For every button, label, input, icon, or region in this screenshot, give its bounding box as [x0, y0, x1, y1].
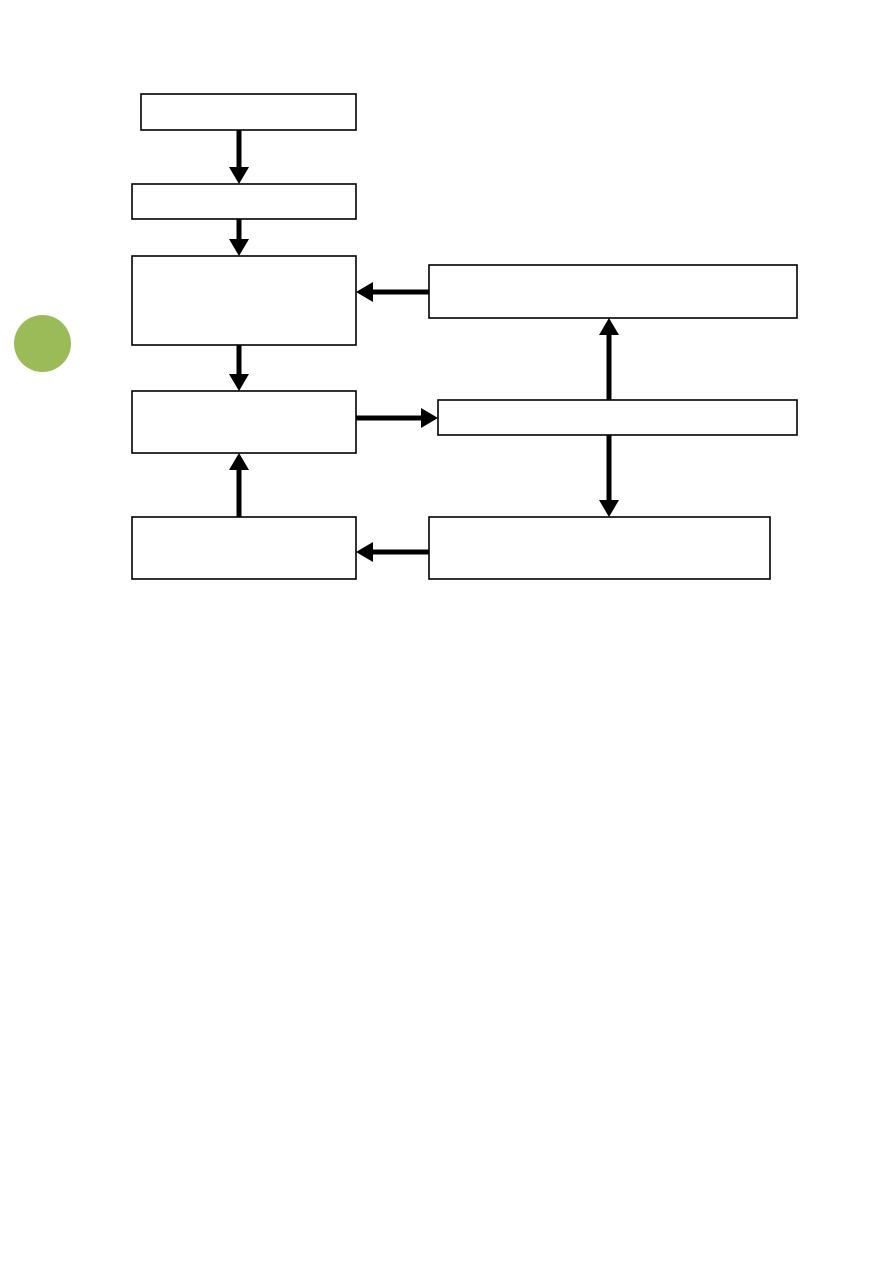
- page-marker-dot: [14, 315, 71, 372]
- flow-box-rect: [131, 255, 357, 346]
- flow-box-rect: [140, 93, 357, 131]
- flow-box: [140, 93, 357, 131]
- flow-box-rect: [437, 399, 798, 436]
- connector-arrow: [356, 542, 429, 562]
- flow-box: [131, 183, 357, 220]
- arrow-head: [229, 374, 249, 391]
- connector-arrow: [229, 345, 249, 391]
- flow-box: [428, 516, 771, 580]
- boxes-layer: [131, 93, 798, 580]
- flow-box-rect: [131, 390, 357, 454]
- arrows-layer: [229, 130, 619, 562]
- connector-arrow: [356, 408, 438, 428]
- connector-arrow: [229, 219, 249, 256]
- connector-arrow: [229, 130, 249, 184]
- arrow-head: [229, 453, 249, 470]
- arrow-head: [356, 542, 373, 562]
- flow-box-rect: [131, 516, 357, 580]
- flow-box-rect: [428, 264, 798, 319]
- flow-box: [131, 516, 357, 580]
- connector-arrow: [229, 453, 249, 517]
- arrow-head: [599, 318, 619, 335]
- flow-box-rect: [428, 516, 771, 580]
- arrow-head: [229, 239, 249, 256]
- flow-box-rect: [131, 183, 357, 220]
- flow-box: [131, 390, 357, 454]
- arrow-head: [599, 500, 619, 517]
- connector-arrow: [599, 318, 619, 400]
- arrow-head: [229, 167, 249, 184]
- flow-box: [428, 264, 798, 319]
- arrow-head: [421, 408, 438, 428]
- arrow-head: [356, 282, 373, 302]
- connector-arrow: [356, 282, 429, 302]
- flow-box: [437, 399, 798, 436]
- flow-box: [131, 255, 357, 346]
- connector-arrow: [599, 435, 619, 517]
